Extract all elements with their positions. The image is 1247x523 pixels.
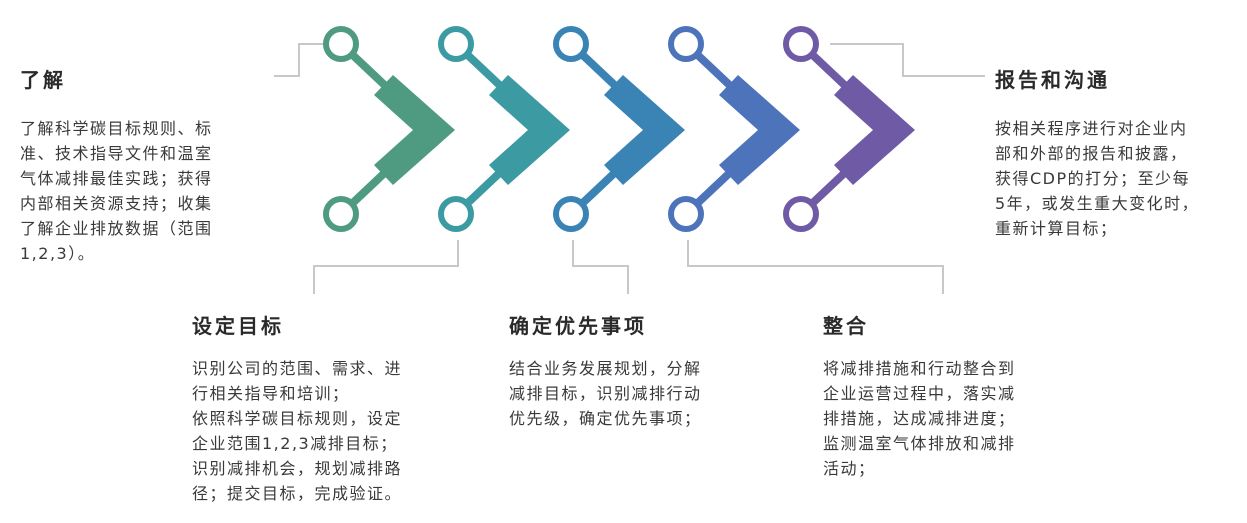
connector-step2 [313,240,459,294]
step3-title: 确定优先事项 [509,314,647,338]
chevron-step4 [668,26,800,232]
chevron-step2 [438,26,570,232]
step4-description: 将减排措施和行动整合到 企业运营过程中，落实减 排措施，达成减排进度； 监测温室… [823,359,1016,478]
step2-title: 设定目标 [192,314,284,338]
step4-title: 整合 [823,314,869,338]
chevron-step5 [783,26,915,232]
step1-description: 了解科学碳目标规则、标 准、技术指导文件和温室 气体减排最佳实践；获得 内部相关… [20,119,213,263]
chevron-step1 [323,26,455,232]
step5-title: 报告和沟通 [995,68,1110,92]
connector-step5 [830,43,985,77]
connector-step1 [274,43,325,77]
step2-description: 识别公司的范围、需求、进 行相关指导和培训； 依照科学碳目标规则，设定 企业范围… [192,359,403,503]
step3-description: 结合业务发展规划，分解 减排目标，识别减排行动 优先级，确定优先事项； [509,359,702,428]
connector-lines [274,43,985,294]
step5-description: 按相关程序进行对企业内 部和外部的报告和披露， 获得CDP的打分；至少每 5年，… [995,119,1200,238]
chevron-step3 [553,26,685,232]
connector-step4 [687,240,944,294]
step1-title: 了解 [20,68,66,92]
connector-step3 [572,240,629,294]
